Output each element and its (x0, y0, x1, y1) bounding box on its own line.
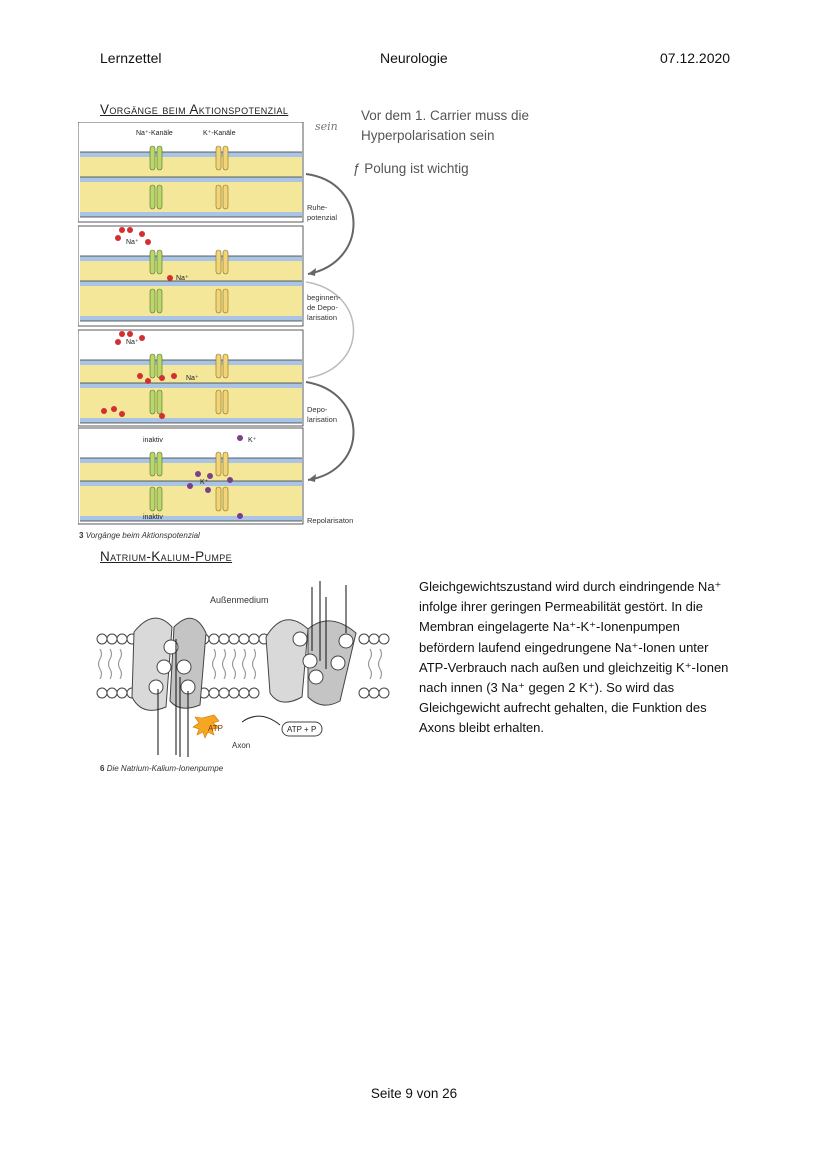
stage-2-label-1: beginnen- (307, 293, 341, 302)
note-line-1: Vor dem 1. Carrier muss die (361, 106, 529, 126)
na-ion-label: Na⁺ (186, 375, 199, 382)
stage-2-label-2: de Depo- (307, 303, 338, 312)
na-ion-label: Na⁺ (176, 275, 189, 282)
stage-frame-1: Na⁺-Kanäle K⁺-Kanäle (78, 122, 303, 222)
inaktiv-label: inaktiv (143, 514, 163, 521)
caption-number: 6 (100, 764, 104, 773)
k-ion-label: K⁺ (248, 437, 257, 444)
action-potential-diagram: Na⁺-Kanäle K⁺-Kanäle Na⁺ Na⁺ Na⁺ Na⁺ (78, 122, 368, 528)
outside-medium-label: Außenmedium (210, 595, 269, 605)
stage-frame-2: Na⁺ Na⁺ (78, 226, 303, 326)
k-ion-label: K⁺ (200, 479, 209, 486)
k-channel-label: K⁺-Kanäle (203, 130, 236, 137)
note-line-3: ƒ Polung ist wichtig (353, 159, 469, 179)
stage-frame-4: inaktiv inaktiv K⁺ K⁺ (78, 428, 303, 524)
section-title-pumpe: Natrium-Kalium-Pumpe (100, 549, 232, 564)
stage-3-label-1: Depo- (307, 405, 328, 414)
na-channel-label: Na⁺-Kanäle (136, 130, 173, 137)
caption-text: Die Natrium-Kalium-Ionenpumpe (107, 764, 224, 773)
sodium-potassium-pump-diagram: Außenmedium Gleichgewichtszustand wird d… (94, 577, 394, 762)
header-title: Neurologie (380, 50, 448, 66)
header-left: Lernzettel (100, 50, 161, 66)
page-number: Seite 9 von 26 (0, 1086, 828, 1101)
stage-4-label-1: Repolarisaton (307, 516, 353, 525)
figure-caption-3: 3 Vorgänge beim Aktionspotenzial (79, 531, 200, 540)
axon-label: Axon (232, 741, 250, 750)
stage-1-label-1: Ruhe- (307, 203, 328, 212)
pump-description: Gleichgewichtszustand wird durch eindrin… (419, 577, 734, 739)
note-line-2: Hyperpolarisation sein (361, 126, 495, 146)
header-date: 07.12.2020 (660, 50, 730, 66)
caption-number: 3 (79, 531, 83, 540)
stage-3-label-2: larisation (307, 415, 337, 424)
inaktiv-label: inaktiv (143, 437, 163, 444)
note-line-3-text: Polung ist wichtig (364, 161, 468, 176)
figure-caption-6: 6 Die Natrium-Kalium-Ionenpumpe (100, 764, 223, 773)
caption-text: Vorgänge beim Aktionspotenzial (86, 531, 200, 540)
section-title-aktionspotenzial: Vorgänge beim Aktionspotenzial (100, 102, 288, 117)
na-ion-label: Na⁺ (126, 339, 139, 346)
atp-label: ATP (208, 724, 223, 733)
atp-p-label: ATP + P (287, 725, 316, 734)
na-ion-label: Na⁺ (126, 239, 139, 246)
stage-frame-3: Na⁺ Na⁺ (78, 330, 303, 426)
stage-1-label-2: potenzial (307, 213, 337, 222)
stage-2-label-3: larisation (307, 313, 337, 322)
